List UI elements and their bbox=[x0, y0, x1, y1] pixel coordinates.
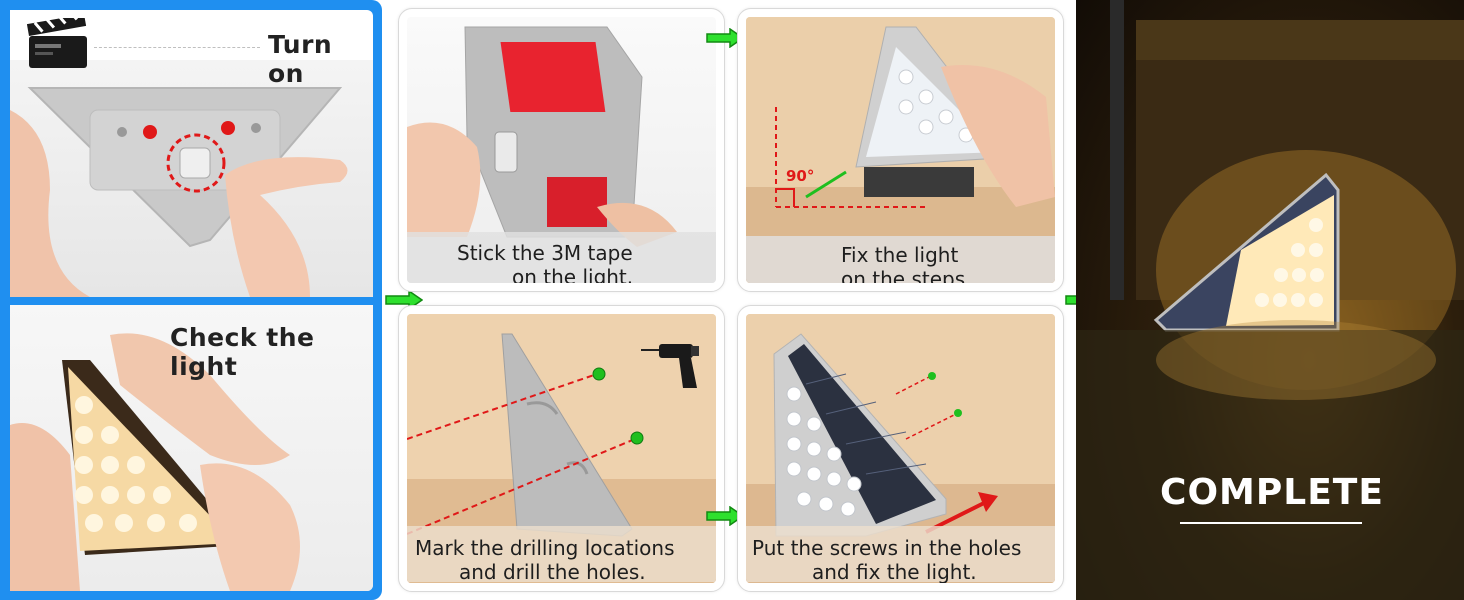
step-fix-steps-caption-line2: on the steps. bbox=[841, 267, 972, 283]
check-light-card: Check the light bbox=[10, 305, 373, 591]
drill-icon bbox=[641, 344, 699, 388]
check-light-label: Check the light bbox=[170, 323, 315, 381]
arrow-right-icon bbox=[706, 506, 744, 526]
step-screws-photo: Put the screws in the holes and fix the … bbox=[746, 314, 1055, 583]
complete-photo bbox=[1076, 0, 1464, 600]
step-drill-caption-line1: Mark the drilling locations bbox=[415, 536, 675, 560]
step-stick-tape-caption-line2: on the light. bbox=[512, 265, 634, 283]
arrow-right-icon bbox=[385, 290, 423, 310]
step-fix-steps-photo: 90° Fix the light on the steps. bbox=[746, 17, 1055, 283]
step-fix-steps-caption-band bbox=[746, 236, 1055, 283]
complete-label: COMPLETE bbox=[1160, 472, 1384, 513]
step-drill-card: Mark the drilling locations and drill th… bbox=[398, 305, 725, 592]
step-fix-steps-card: 90° Fix the light on the steps. bbox=[737, 8, 1064, 292]
turn-on-card: Turn on bbox=[10, 10, 373, 297]
step-stick-tape-card: Stick the 3M tape on the light. bbox=[398, 8, 725, 292]
arrow-right-icon bbox=[706, 28, 744, 48]
step-screws-caption-line1: Put the screws in the holes bbox=[752, 536, 1022, 560]
step-stick-tape-caption-line1: Stick the 3M tape bbox=[457, 241, 633, 265]
step-drill-caption-line2: and drill the holes. bbox=[459, 560, 646, 583]
step-stick-tape-photo: Stick the 3M tape on the light. bbox=[407, 17, 716, 283]
step-stick-tape-caption-band bbox=[407, 232, 716, 283]
step-screws-card: Put the screws in the holes and fix the … bbox=[737, 305, 1064, 592]
turn-on-leader-line bbox=[94, 47, 260, 48]
turn-on-illustration bbox=[10, 87, 348, 297]
turn-on-label: Turn on bbox=[268, 30, 333, 88]
step-screws-caption-band bbox=[746, 526, 1055, 582]
step-fix-steps-caption-line1: Fix the light bbox=[841, 243, 959, 267]
check-light-illustration bbox=[10, 333, 300, 591]
complete-underline bbox=[1180, 522, 1362, 524]
step-screws-caption-line2: and fix the light. bbox=[812, 560, 977, 583]
step-drill-photo: Mark the drilling locations and drill th… bbox=[407, 314, 716, 583]
angle-label: 90° bbox=[786, 167, 815, 185]
clapperboard-icon bbox=[27, 18, 87, 68]
step-drill-caption-band bbox=[407, 526, 716, 582]
